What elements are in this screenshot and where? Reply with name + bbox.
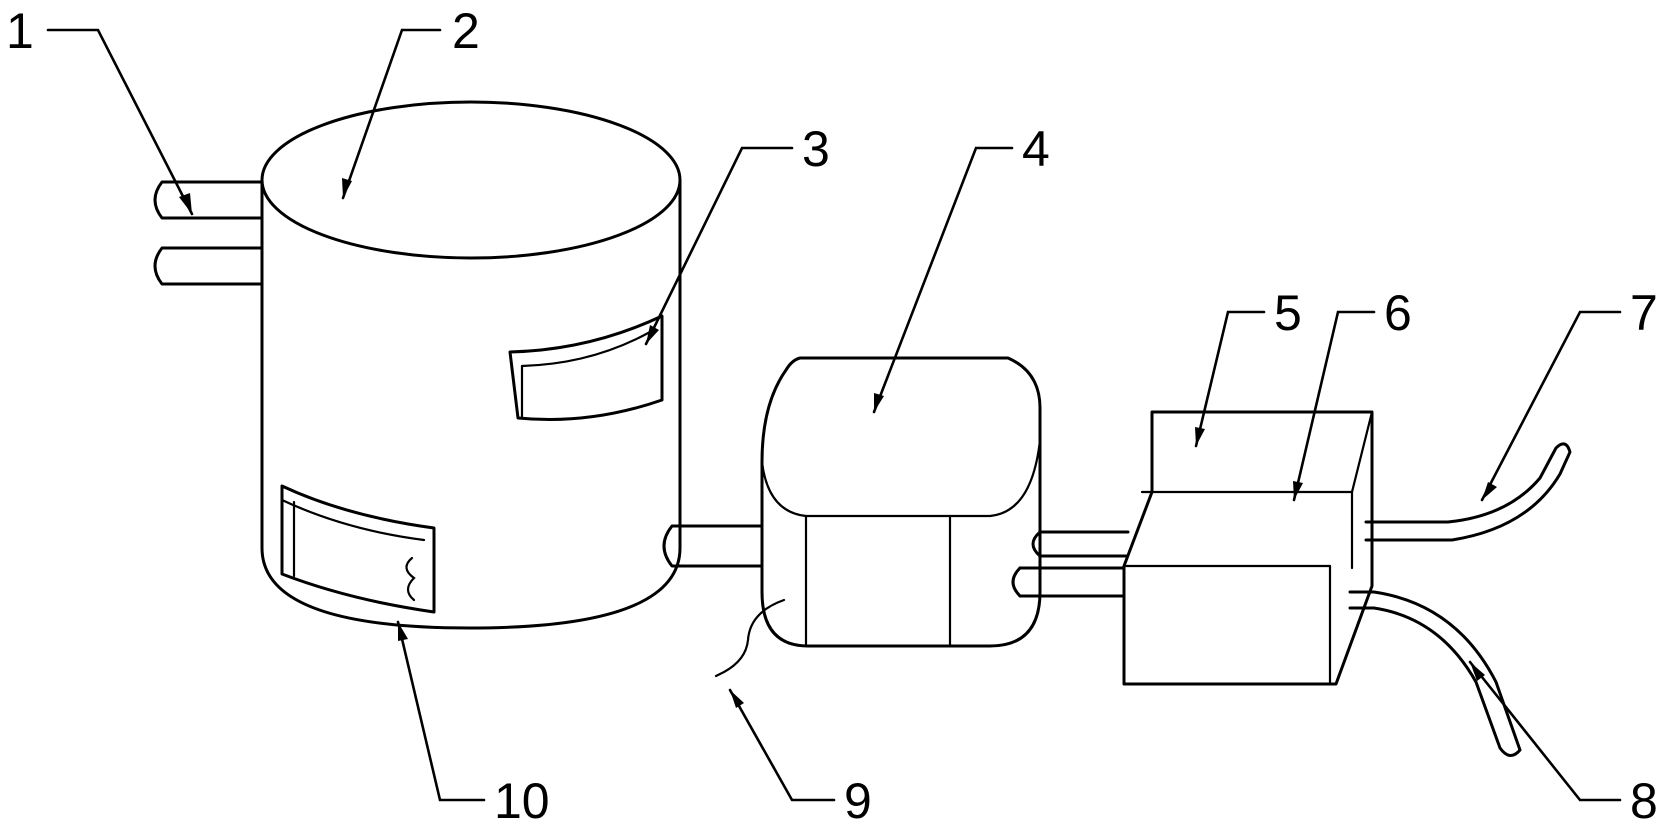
arrowhead-1	[179, 193, 192, 214]
leader-6	[1292, 310, 1376, 502]
callout-3: 3	[802, 121, 830, 177]
leader-10	[396, 620, 486, 802]
leader-3	[644, 146, 794, 346]
leader-5	[1194, 310, 1266, 448]
leader-lines	[46, 28, 1622, 802]
callout-2: 2	[452, 3, 480, 59]
inlet-pipes	[153, 180, 264, 286]
arrowhead-5	[1195, 427, 1205, 446]
callout-10: 10	[494, 773, 550, 829]
callout-1: 1	[6, 3, 34, 59]
callout-6: 6	[1384, 285, 1412, 341]
arrowhead-9	[730, 690, 744, 708]
upper-panel	[508, 314, 664, 422]
controller-box	[1122, 410, 1374, 686]
leader-1	[46, 28, 194, 216]
leader-8	[1468, 660, 1622, 802]
arrowhead-8	[1470, 662, 1485, 681]
arrowhead-10	[398, 622, 408, 641]
outlet-hose-lower	[1348, 590, 1522, 757]
callout-4: 4	[1022, 121, 1050, 177]
callout-8: 8	[1630, 773, 1658, 829]
callout-9: 9	[844, 773, 872, 829]
leader-9	[728, 688, 836, 802]
arrowhead-3	[646, 325, 659, 344]
arrowhead-2	[342, 178, 352, 198]
leader-2	[341, 28, 442, 200]
leader-7	[1480, 310, 1622, 502]
lower-panel	[280, 484, 436, 614]
wire	[714, 598, 786, 678]
callout-7: 7	[1630, 285, 1658, 341]
arrowhead-4	[874, 393, 884, 412]
callout-labels: 1 2 3 4 5 6 7 8 9 10	[6, 3, 1658, 829]
outlet-hose-upper	[1364, 442, 1572, 542]
connecting-pipes-b	[1011, 530, 1130, 598]
arrowhead-7	[1482, 482, 1497, 500]
arrowhead-6	[1293, 481, 1303, 500]
arrowheads	[179, 178, 1497, 708]
connecting-pipe-a	[662, 524, 764, 568]
callout-5: 5	[1274, 285, 1302, 341]
leader-4	[872, 146, 1014, 414]
pump-unit	[760, 356, 1042, 648]
